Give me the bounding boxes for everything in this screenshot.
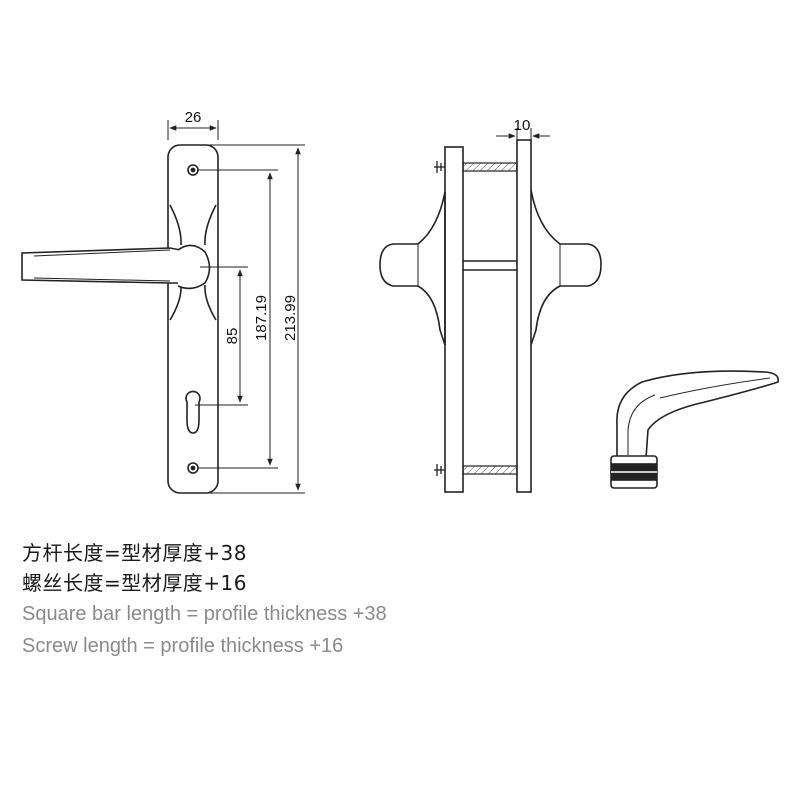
curved-lever <box>616 370 780 459</box>
notes-block: 方杆长度=型材厚度+38 螺丝长度=型材厚度+16 Square bar len… <box>22 538 782 662</box>
left-lever-profile <box>379 191 446 346</box>
right-lever-profile <box>530 189 602 346</box>
spindle <box>463 260 517 271</box>
lever-arm <box>21 247 197 284</box>
lever-perspective-view <box>610 370 780 489</box>
gap-dimension <box>496 128 550 140</box>
lever-hub <box>177 244 211 290</box>
right-plate <box>516 139 532 493</box>
width-dimension <box>167 120 219 140</box>
gap-label: 10 <box>514 117 531 134</box>
left-plate <box>444 146 464 493</box>
top-bolt <box>434 161 445 173</box>
square-bar-note-en: Square bar length = profile thickness +3… <box>22 603 387 625</box>
top-spacer <box>462 162 518 172</box>
top-screw <box>187 164 199 176</box>
width-label: 26 <box>185 109 202 126</box>
keyhole <box>185 390 201 434</box>
lever-base <box>610 455 658 489</box>
screw-note-en: Screw length = profile thickness +16 <box>22 635 344 657</box>
dim-213-label: 213.99 <box>282 295 299 341</box>
bottom-spacer <box>462 465 518 475</box>
square-bar-note-zh: 方杆长度=型材厚度+38 <box>22 541 247 565</box>
back-plate <box>167 144 219 494</box>
screw-note-zh: 螺丝长度=型材厚度+16 <box>22 571 247 595</box>
extension-lines <box>195 144 305 494</box>
rosette-outline <box>169 204 217 321</box>
dim-187-label: 187.19 <box>253 295 270 341</box>
side-view <box>379 139 602 493</box>
dim-85-label: 85 <box>224 328 241 345</box>
front-view <box>21 144 219 494</box>
bottom-bolt <box>434 464 445 476</box>
bottom-screw <box>187 462 199 474</box>
